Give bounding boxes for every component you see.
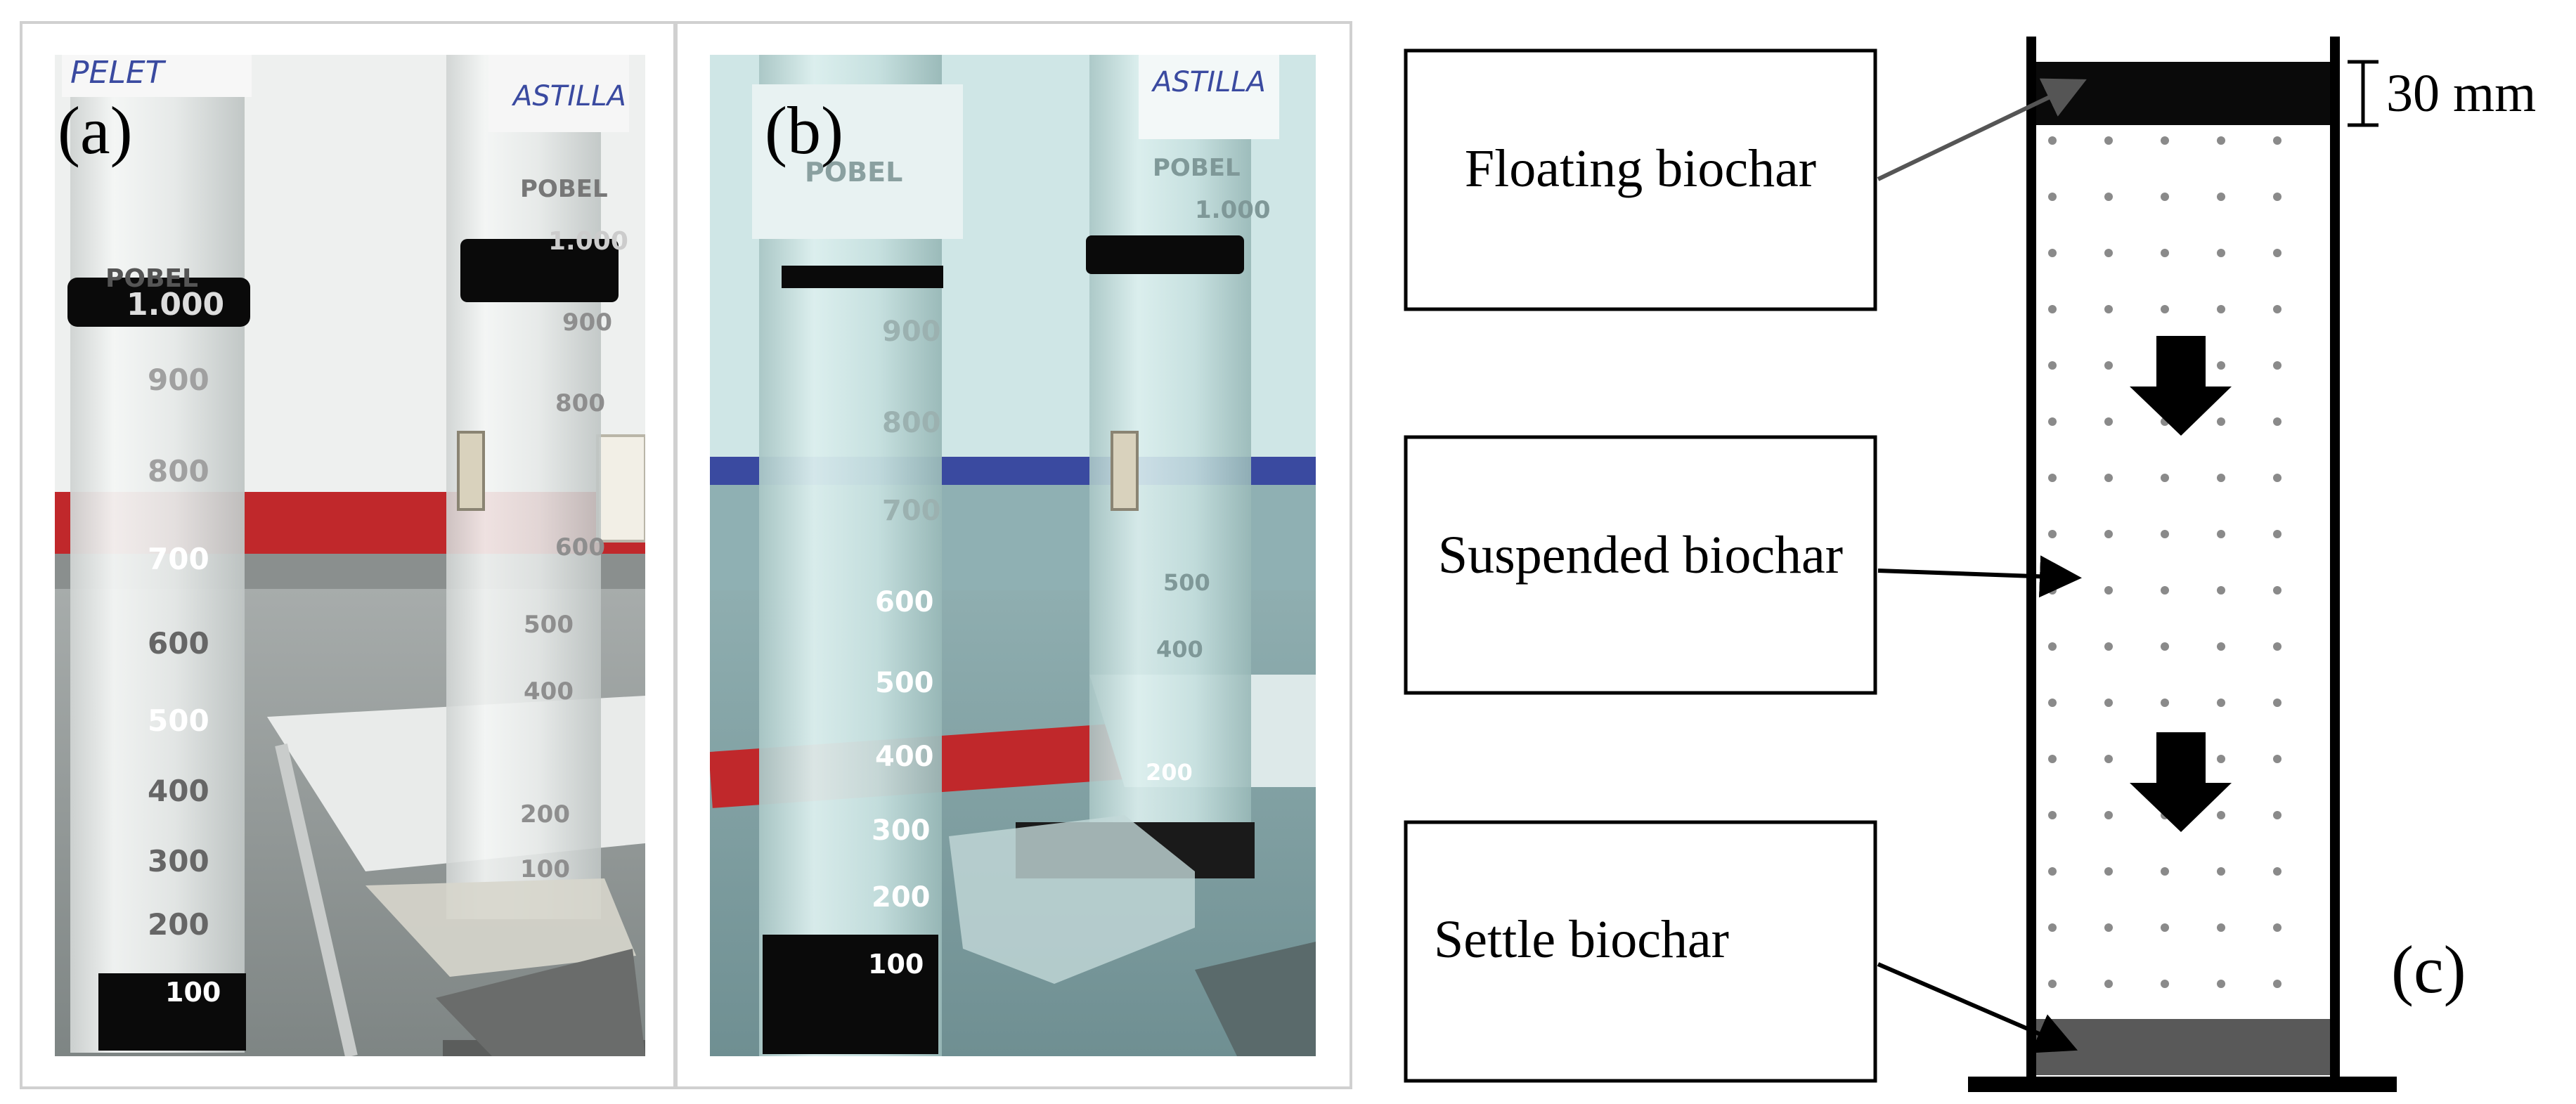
grad-700: 700 — [148, 542, 209, 576]
floating-layer — [2031, 62, 2334, 125]
suspended-leader-arrow — [1877, 555, 2082, 598]
settle-biochar-label: Settle biochar — [1434, 910, 1729, 969]
grad-600: 600 — [148, 626, 209, 661]
top-mark: 1.000 — [1195, 196, 1271, 224]
panel-label-b: (b) — [765, 93, 843, 168]
grad-100: 100 — [520, 855, 570, 883]
grad-300: 300 — [148, 844, 209, 878]
grad-200: 200 — [520, 800, 570, 829]
settle-leader-arrow — [1877, 962, 2078, 1053]
grad-100: 100 — [868, 949, 924, 980]
grad-400: 400 — [1156, 636, 1203, 663]
cylinder-chip-b: ASTILLA POBEL 1.000 500 400 200 — [949, 55, 1316, 1056]
down-arrow-icon — [2130, 336, 2232, 436]
grad-600: 600 — [555, 533, 605, 561]
grad-600: 600 — [875, 586, 934, 618]
grad-800: 800 — [148, 454, 209, 488]
brand-mark: POBEL — [105, 264, 198, 293]
floating-leader-arrow — [1877, 78, 2087, 181]
cylinder-pellet-a: PELET POBEL 1.000 900 800 700 600 500 40… — [62, 55, 252, 1053]
brand-mark: POBEL — [520, 175, 608, 203]
grad-400: 400 — [524, 677, 574, 706]
grad-200: 200 — [1146, 759, 1193, 786]
grad-200: 200 — [148, 907, 209, 942]
grad-400: 400 — [875, 741, 934, 773]
grad-500: 500 — [524, 611, 574, 639]
tag-astilla: ASTILLA — [511, 80, 626, 112]
cylinder-chip-a: ASTILLA POBEL 1.000 900 800 600 500 400 … — [365, 55, 645, 1056]
top-mark: 1.000 — [548, 227, 628, 256]
panel-label-c: (c) — [2391, 932, 2466, 1007]
settled-layer — [2031, 1019, 2334, 1075]
floating-biochar-box: Floating biochar — [1404, 48, 1877, 311]
grad-300: 300 — [872, 814, 931, 847]
cylinder-pellet-b: POBEL 900 800 700 600 500 400 300 200 10… — [752, 55, 963, 1056]
settle-biochar-box: Settle biochar — [1404, 820, 1877, 1083]
column-base — [1968, 1077, 2397, 1092]
suspended-particles — [2038, 126, 2328, 1026]
brand-mark: POBEL — [805, 157, 902, 188]
grad-800: 800 — [882, 407, 941, 439]
dimension-label: 30 mm — [2386, 64, 2536, 123]
suspended-biochar-label: Suspended biochar — [1438, 526, 1843, 585]
grad-900: 900 — [148, 363, 209, 397]
grad-900: 900 — [882, 316, 941, 348]
grad-200: 200 — [872, 881, 931, 914]
panel-label-a: (a) — [58, 93, 133, 168]
top-mark: 1.000 — [127, 287, 224, 323]
photo-panel-a: PELET POBEL 1.000 900 800 700 600 500 40… — [20, 21, 676, 1089]
grad-800: 800 — [555, 389, 605, 417]
grad-700: 700 — [882, 495, 941, 527]
grad-400: 400 — [148, 774, 209, 808]
tag-astilla: ASTILLA — [1151, 66, 1266, 98]
down-arrow-icon — [2130, 732, 2232, 832]
suspended-biochar-box: Suspended biochar — [1404, 435, 1877, 695]
photo-panel-b: POBEL 900 800 700 600 500 400 300 200 10… — [675, 21, 1352, 1089]
grad-900: 900 — [562, 309, 612, 337]
brand-mark: POBEL — [1153, 154, 1241, 182]
tag-pellet: PELET — [70, 55, 167, 91]
dimension-marker: 30 mm — [2348, 60, 2536, 127]
floating-biochar-label: Floating biochar — [1465, 139, 1816, 198]
grad-500: 500 — [875, 667, 934, 699]
grad-500: 500 — [148, 703, 209, 738]
grad-500: 500 — [1163, 569, 1210, 596]
schematic-panel-c: 30 mm Floating biochar Suspended biochar… — [1404, 37, 2536, 1092]
grad-100: 100 — [165, 977, 221, 1008]
